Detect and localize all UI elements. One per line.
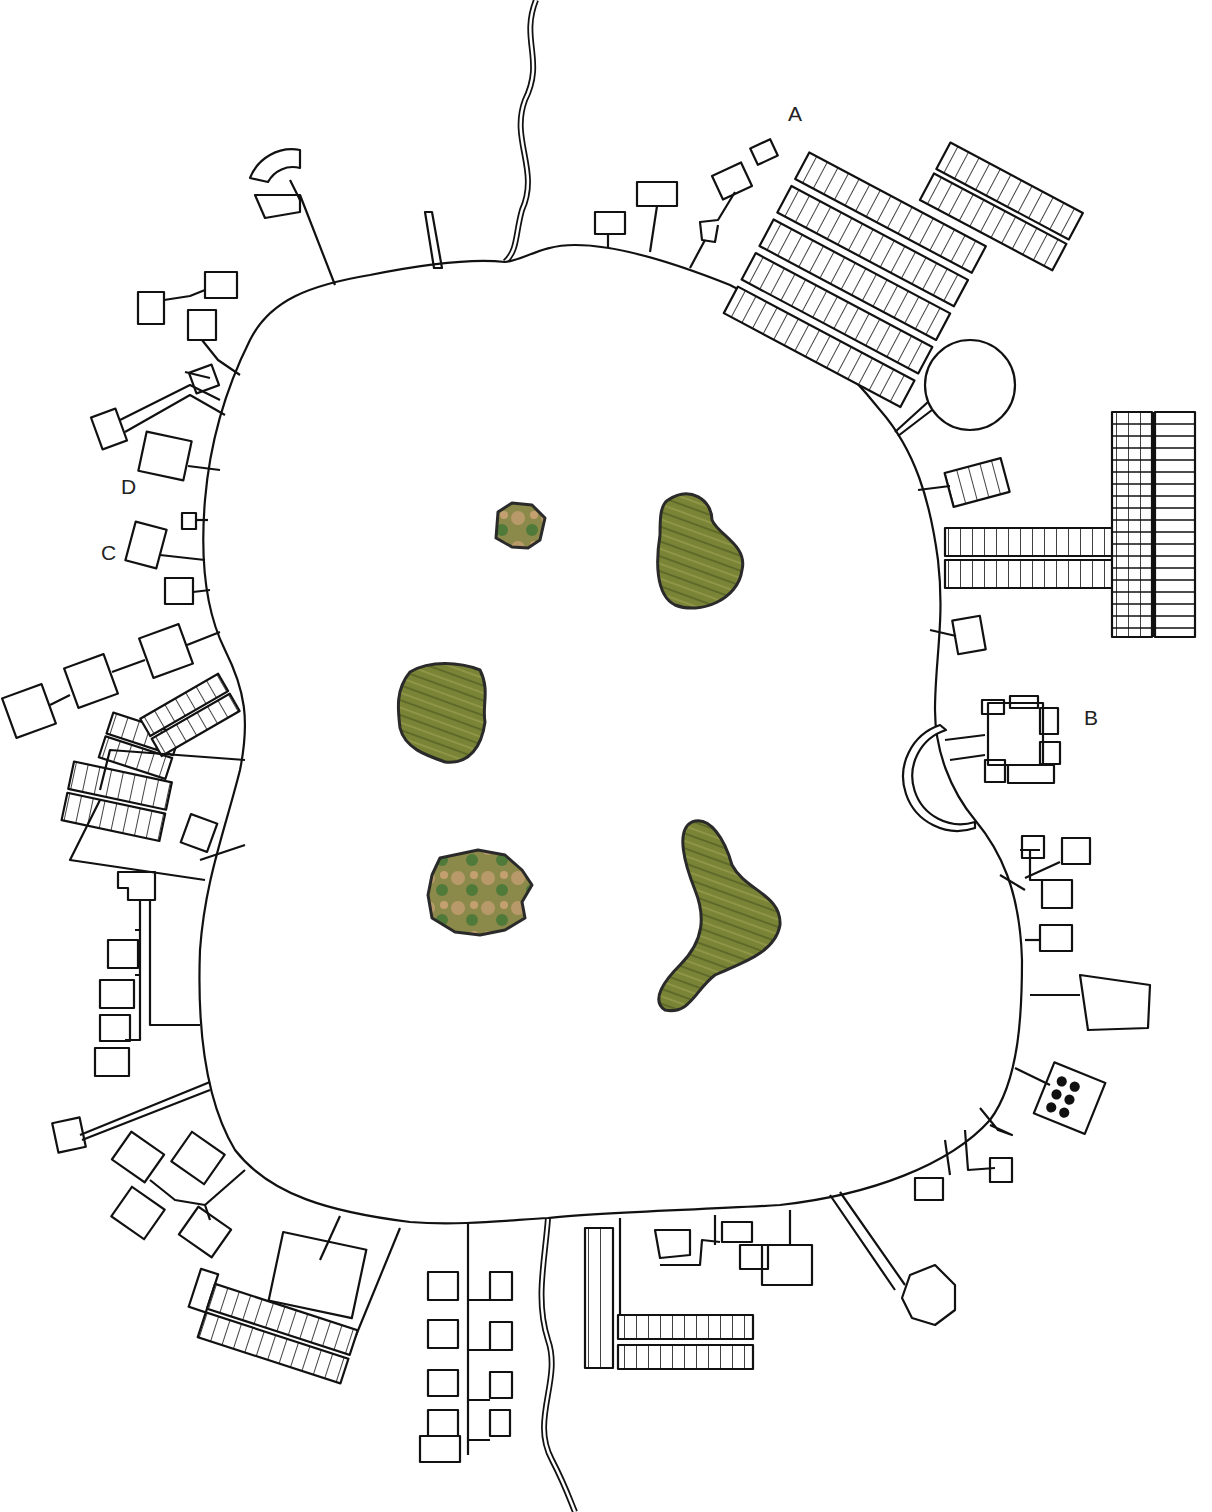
site-letter: A <box>788 103 802 124</box>
site-letter: D <box>121 476 136 497</box>
site-letter: C <box>101 542 116 563</box>
site-letter: B <box>1084 707 1098 728</box>
